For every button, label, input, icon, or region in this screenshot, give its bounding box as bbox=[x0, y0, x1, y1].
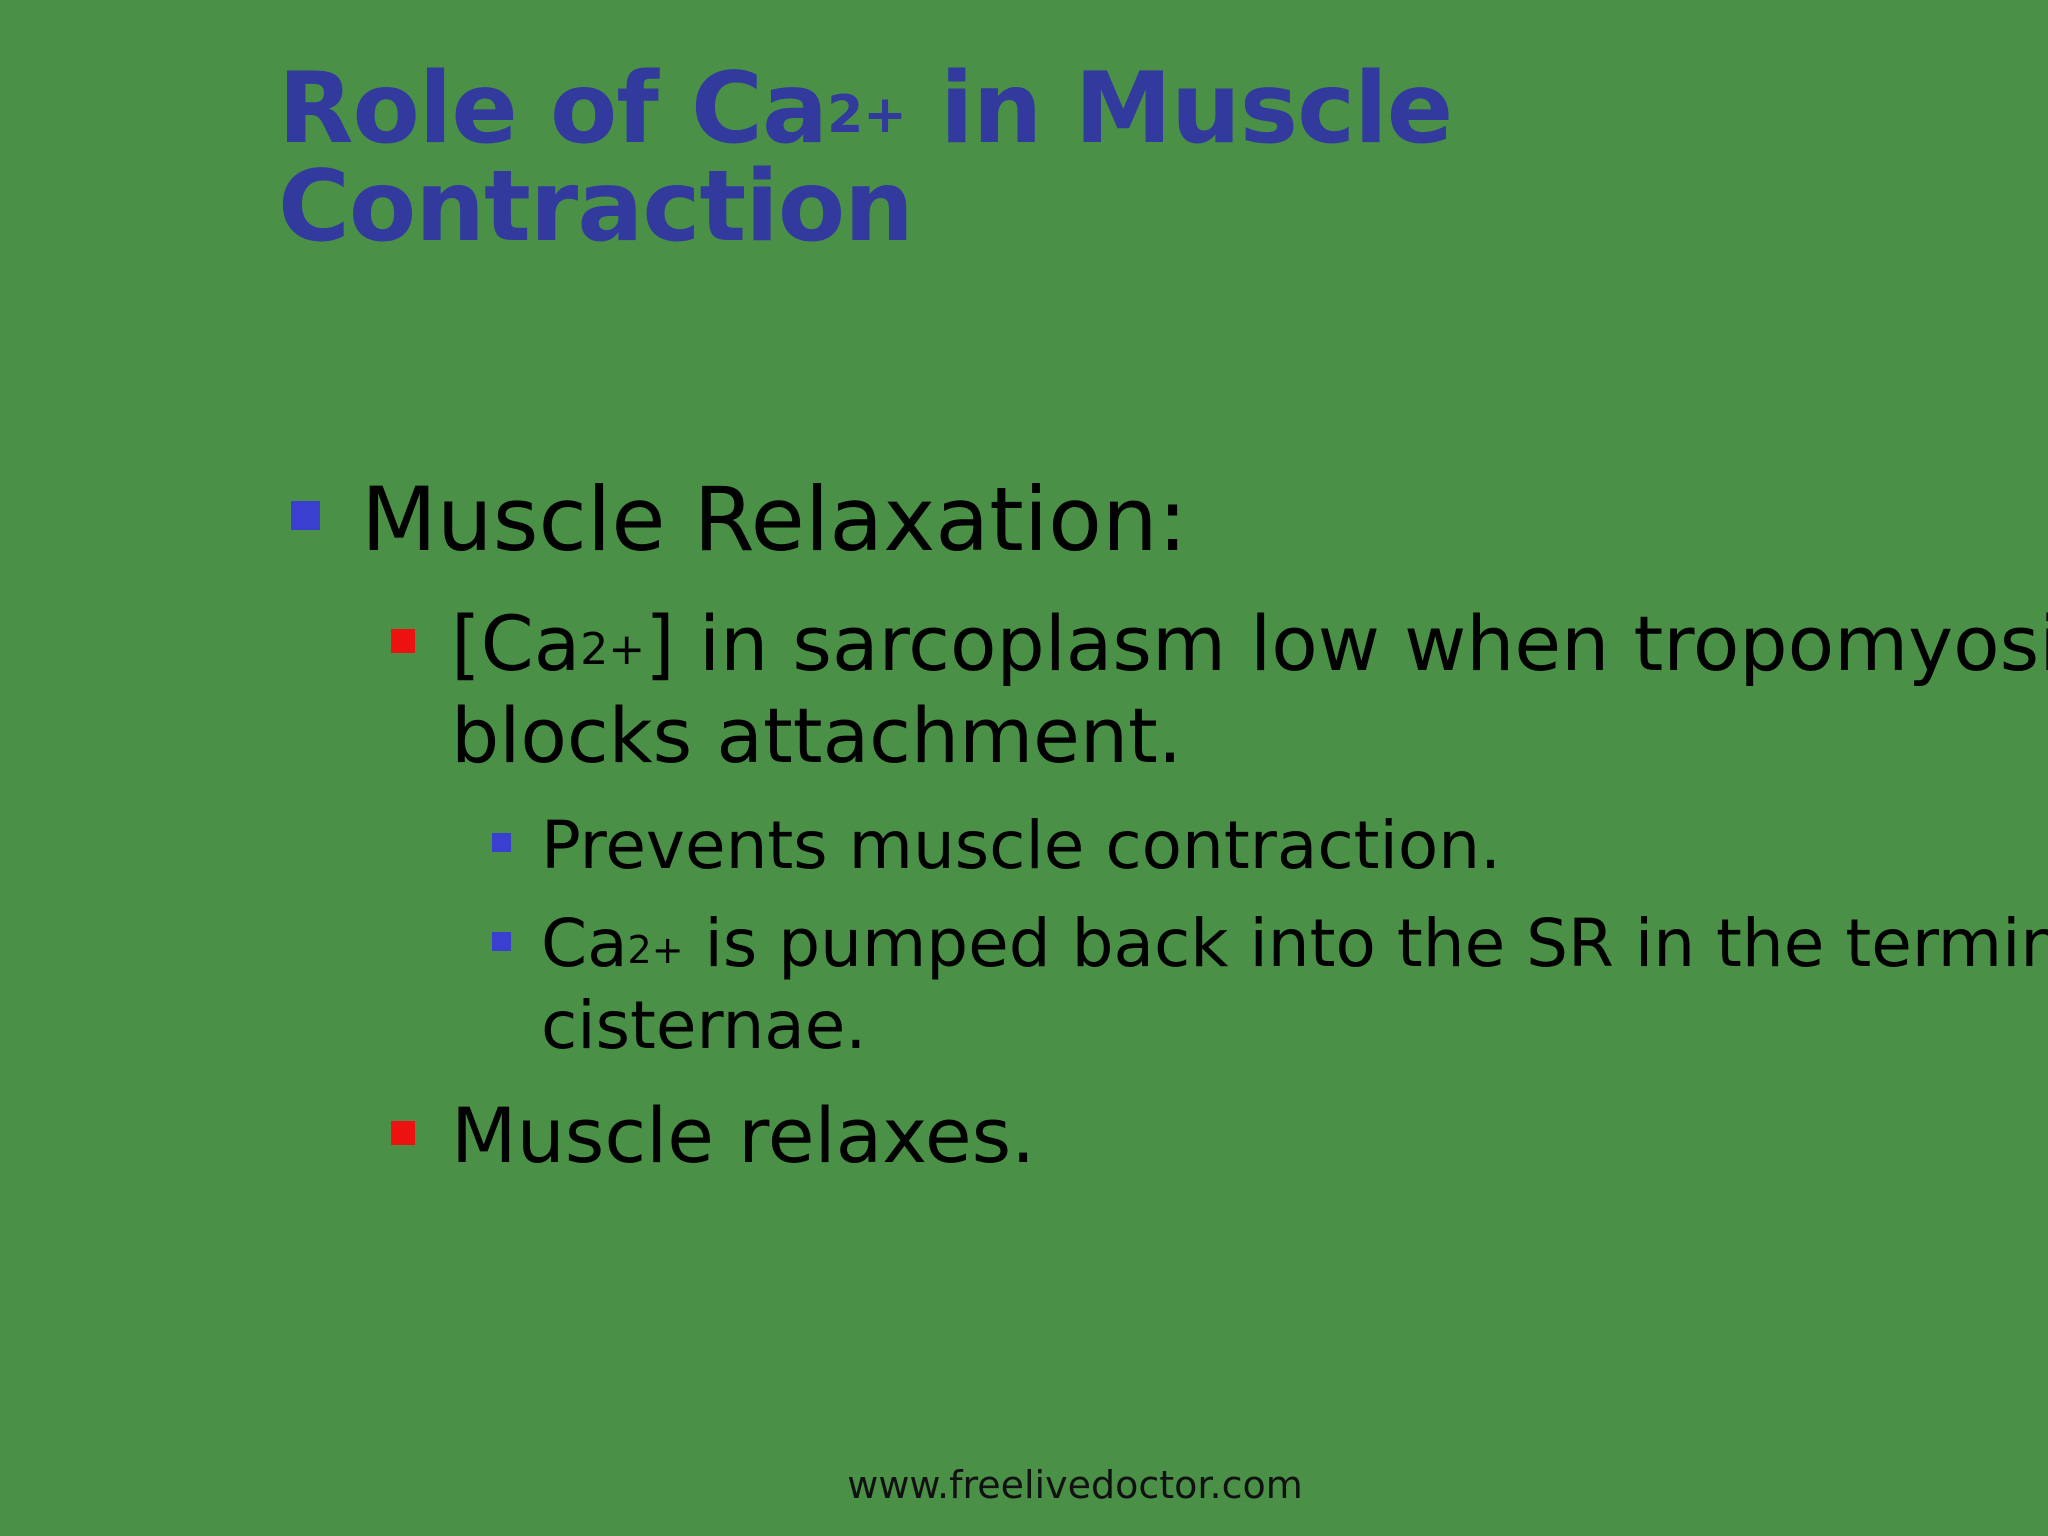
sub-bullet-text: Prevents muscle contraction. bbox=[541, 807, 1502, 884]
title-text-1: Role of Ca bbox=[278, 52, 828, 166]
bullet-text: Muscle relaxes. bbox=[451, 1091, 1036, 1180]
bullet-text: Muscle Relaxation: bbox=[361, 468, 1188, 571]
bullet-ca-sarcoplasm: [Ca2+] in sarcoplasm low when tropomyosi… bbox=[451, 598, 2048, 782]
bullet-text-line2: blocks attachment. bbox=[451, 691, 1183, 780]
ca-superscript: 2+ bbox=[580, 624, 646, 675]
blue-square-bullet-icon bbox=[492, 833, 511, 852]
blue-square-bullet-icon bbox=[492, 932, 511, 951]
bullet-text-pre: [Ca bbox=[451, 599, 581, 688]
bullet-text-post: ] in sarcoplasm low when tropomyosin bbox=[645, 599, 2048, 688]
bullet-muscle-relaxation: Muscle Relaxation: bbox=[361, 472, 1187, 568]
bullet-muscle-relaxes: Muscle relaxes. bbox=[451, 1090, 1035, 1182]
title-line-1: Role of Ca2+ in Muscle bbox=[278, 60, 1778, 158]
slide-title: Role of Ca2+ in Muscle Contraction bbox=[278, 60, 1778, 256]
sub-bullet-text-post: is pumped back into the SR in the termin… bbox=[683, 905, 2048, 982]
red-square-bullet-icon bbox=[391, 629, 415, 653]
blue-square-bullet-icon bbox=[291, 501, 320, 530]
sub-bullet-text-pre: Ca bbox=[541, 905, 628, 982]
red-square-bullet-icon bbox=[391, 1121, 415, 1145]
sub-bullet-ca-pumped: Ca2+ is pumped back into the SR in the t… bbox=[541, 903, 2048, 1067]
title-text-2: in Muscle bbox=[906, 52, 1453, 166]
sub-bullet-prevents-contraction: Prevents muscle contraction. bbox=[541, 805, 1501, 887]
title-line-2: Contraction bbox=[278, 150, 914, 264]
sub-bullet-text-line2: cisternae. bbox=[541, 987, 867, 1064]
ca-superscript: 2+ bbox=[627, 928, 684, 972]
title-superscript: 2+ bbox=[827, 85, 907, 145]
footer-url: www.freelivedoctor.com bbox=[847, 1463, 1303, 1507]
